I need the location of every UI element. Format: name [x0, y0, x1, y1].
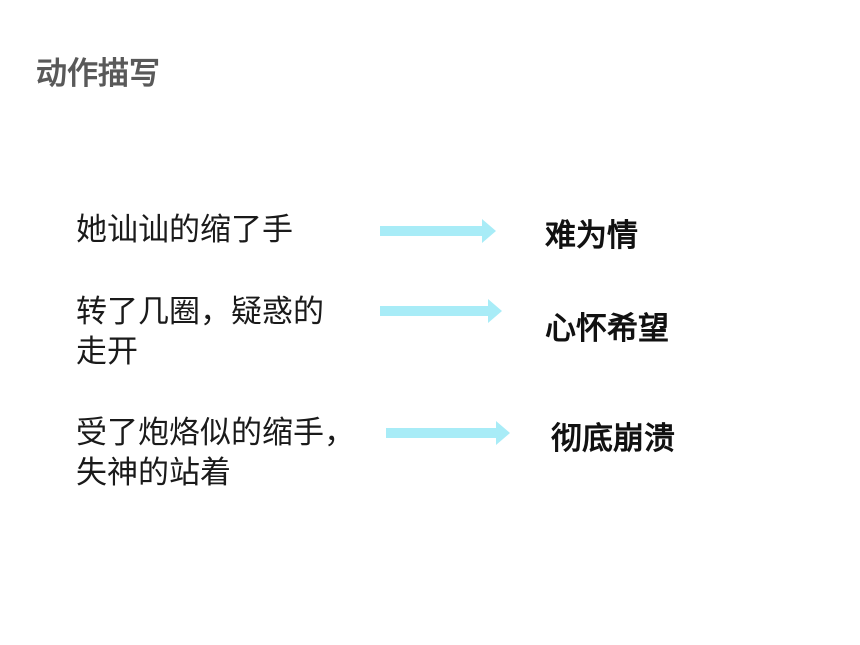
action-text-1: 她讪讪的缩了手 [76, 210, 376, 250]
right-arrow-icon [380, 299, 504, 323]
emotion-label-1: 难为情 [545, 218, 638, 254]
action-text-3: 受了炮烙似的缩手， 失神的站着 [76, 413, 376, 493]
right-arrow-icon [386, 421, 512, 445]
action-line: 她讪讪的缩了手 [76, 212, 293, 248]
action-line: 受了炮烙似的缩手， [76, 415, 355, 451]
action-line: 走开 [76, 334, 138, 370]
action-line: 失神的站着 [76, 455, 231, 491]
action-text-2: 转了几圈，疑惑的 走开 [76, 292, 376, 372]
emotion-label-2: 心怀希望 [545, 311, 669, 347]
emotion-label-3: 彻底崩溃 [551, 421, 675, 457]
action-line: 转了几圈，疑惑的 [76, 294, 324, 330]
right-arrow-icon [380, 219, 498, 243]
slide-title: 动作描写 [36, 56, 160, 92]
